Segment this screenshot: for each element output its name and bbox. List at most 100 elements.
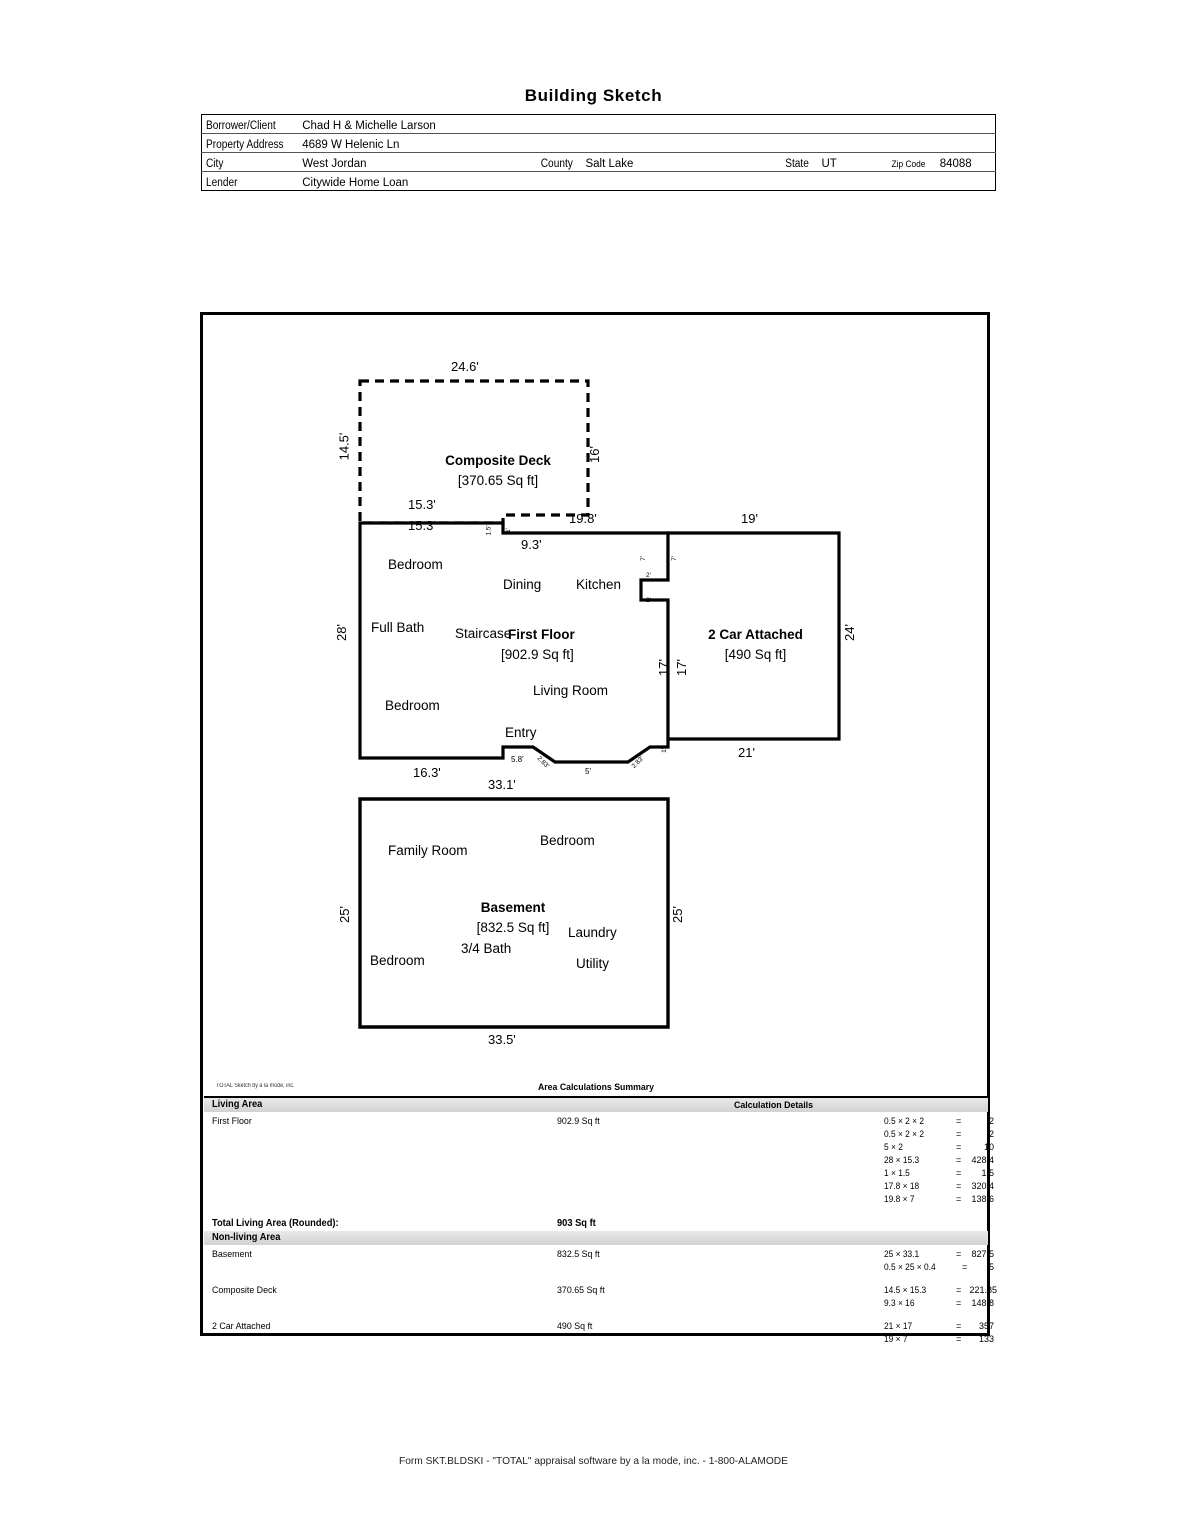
- floor-plan-drawing: Composite Deck [370.65 Sq ft] 24.6' 14.5…: [203, 315, 993, 1080]
- property-address-label: Property Address: [201, 133, 284, 153]
- calc-expr: 25 × 33.1: [884, 1249, 920, 1259]
- table-row-lender: Lender Citywide Home Loan: [202, 172, 996, 191]
- calc-eq: =: [956, 1194, 962, 1204]
- calc-val: 148.8: [971, 1298, 994, 1308]
- garage-dim-right: 24': [841, 624, 857, 641]
- garage-dim-left-17: 17': [673, 659, 689, 676]
- calc-expr: 19 × 7: [884, 1334, 908, 1344]
- area-summary-title: Area Calculations Summary: [537, 1082, 655, 1093]
- living-area-band: [204, 1098, 988, 1112]
- garage-dim-step-2a: 2': [646, 572, 651, 579]
- calc-val: 10: [983, 1142, 994, 1152]
- state-value: UT: [813, 152, 880, 172]
- calc-val: 2: [988, 1116, 994, 1126]
- basement-dim-top: 33.1': [488, 777, 516, 792]
- calc-eq: =: [956, 1298, 962, 1308]
- first-floor-area: [902.9 Sq ft]: [501, 647, 574, 662]
- calc-expr: 17.8 × 18: [884, 1181, 920, 1191]
- basement-room-bedroom-1: Bedroom: [540, 833, 595, 848]
- county-label: County: [528, 152, 578, 172]
- calc-expr: 0.5 × 2 × 2: [884, 1116, 925, 1126]
- first-floor-dim-top-mid: 9.3': [521, 537, 542, 552]
- nonliving-area-header: Non-living Area: [212, 1232, 281, 1243]
- row-first-floor-sqft: 902.9 Sq ft: [557, 1116, 600, 1127]
- basement-room-three-quarter-bath: 3/4 Bath: [461, 941, 512, 956]
- first-floor-dim-entry: 5.8': [511, 755, 524, 764]
- calc-eq: =: [956, 1285, 962, 1295]
- calc-expr: 19.8 × 7: [884, 1194, 915, 1204]
- calc-val: 357: [978, 1321, 994, 1331]
- property-header-table: Borrower/Client Chad H & Michelle Larson…: [201, 114, 996, 191]
- first-floor-dim-notch-15: 1.5': [485, 525, 493, 536]
- zip-cell: Zip Code 84088: [879, 152, 996, 172]
- basement-outline: [358, 797, 670, 1029]
- room-living-room: Living Room: [533, 683, 609, 698]
- calculation-details-header: Calculation Details: [734, 1100, 814, 1111]
- calc-eq: =: [956, 1129, 962, 1139]
- table-row-borrower: Borrower/Client Chad H & Michelle Larson: [201, 114, 996, 134]
- row-garage-sqft: 490 Sq ft: [557, 1321, 593, 1332]
- room-full-bath: Full Bath: [371, 620, 425, 635]
- room-bedroom-upper: Bedroom: [388, 557, 443, 572]
- calc-val: 5: [988, 1262, 994, 1272]
- calc-expr: 14.5 × 15.3: [884, 1285, 927, 1295]
- floor-plan-svg: [358, 379, 841, 1029]
- first-floor-dim-bay: 5': [585, 767, 591, 776]
- city-label: City: [201, 152, 284, 172]
- borrower-value: Chad H & Michelle Larson: [294, 114, 996, 134]
- calc-expr: 21 × 17: [884, 1321, 913, 1331]
- calc-eq: =: [956, 1181, 962, 1191]
- first-floor-dim-top-left: 15.3': [408, 518, 436, 533]
- nonliving-area-band: [204, 1231, 988, 1245]
- basement-room-bedroom-2: Bedroom: [370, 953, 425, 968]
- row-composite-deck-name: Composite Deck: [212, 1285, 277, 1296]
- state-label: State: [773, 152, 814, 172]
- sketch-frame: Composite Deck [370.65 Sq ft] 24.6' 14.5…: [200, 312, 997, 1344]
- calc-val: 2: [988, 1129, 994, 1139]
- room-kitchen: Kitchen: [576, 577, 622, 592]
- living-area-header: Living Area: [212, 1099, 263, 1110]
- calc-val: 827.5: [971, 1249, 994, 1259]
- first-floor-dim-bottom-left: 16.3': [413, 765, 441, 780]
- borrower-label: Borrower/Client: [201, 114, 284, 134]
- first-floor-outline: [358, 521, 670, 764]
- garage-label: 2 Car Attached: [708, 627, 803, 642]
- room-entry: Entry: [505, 725, 537, 740]
- calc-eq: =: [956, 1334, 962, 1344]
- basement-dim-right: 25': [669, 906, 685, 923]
- calc-eq: =: [956, 1249, 962, 1259]
- garage-dim-step-2b: 2': [646, 597, 651, 604]
- basement-room-utility: Utility: [576, 956, 609, 971]
- calc-val: 320.4: [971, 1181, 994, 1191]
- basement-dim-left: 25': [336, 906, 352, 923]
- row-basement-sqft: 832.5 Sq ft: [557, 1249, 600, 1260]
- first-floor-dim-top-right: 19.8': [569, 511, 597, 526]
- calc-eq: =: [956, 1142, 962, 1152]
- calc-eq: =: [962, 1262, 968, 1272]
- row-garage-name: 2 Car Attached: [212, 1321, 271, 1332]
- calc-val: 133: [978, 1334, 994, 1344]
- property-address-value: 4689 W Helenic Ln: [294, 133, 996, 153]
- summary-divider-top: [204, 1096, 988, 1098]
- calc-eq: =: [956, 1116, 962, 1126]
- basement-room-laundry: Laundry: [568, 925, 617, 940]
- table-row-address: Property Address 4689 W Helenic Ln: [201, 133, 996, 153]
- garage-dim-bottom: 21': [738, 745, 755, 760]
- calc-eq: =: [956, 1168, 962, 1178]
- table-row-city: City West Jordan County Salt Lake State …: [201, 152, 996, 172]
- page-title: Building Sketch: [524, 86, 663, 105]
- basement-room-family: Family Room: [388, 843, 468, 858]
- row-composite-deck-sqft: 370.65 Sq ft: [557, 1285, 605, 1296]
- row-basement-name: Basement: [212, 1249, 252, 1260]
- total-living-area-label: Total Living Area (Rounded):: [212, 1218, 339, 1229]
- calc-val: 428.4: [971, 1155, 994, 1165]
- calc-expr: 0.5 × 25 × 0.4: [884, 1262, 936, 1272]
- row-first-floor-name: First Floor: [212, 1116, 252, 1127]
- basement-dim-bottom: 33.5': [488, 1032, 516, 1047]
- calc-expr: 0.5 × 2 × 2: [884, 1129, 925, 1139]
- calc-val: 138.6: [971, 1194, 994, 1204]
- calc-val: 1.5: [981, 1168, 994, 1178]
- total-living-area-value: 903 Sq ft: [557, 1218, 596, 1229]
- first-floor-label: First Floor: [508, 627, 575, 642]
